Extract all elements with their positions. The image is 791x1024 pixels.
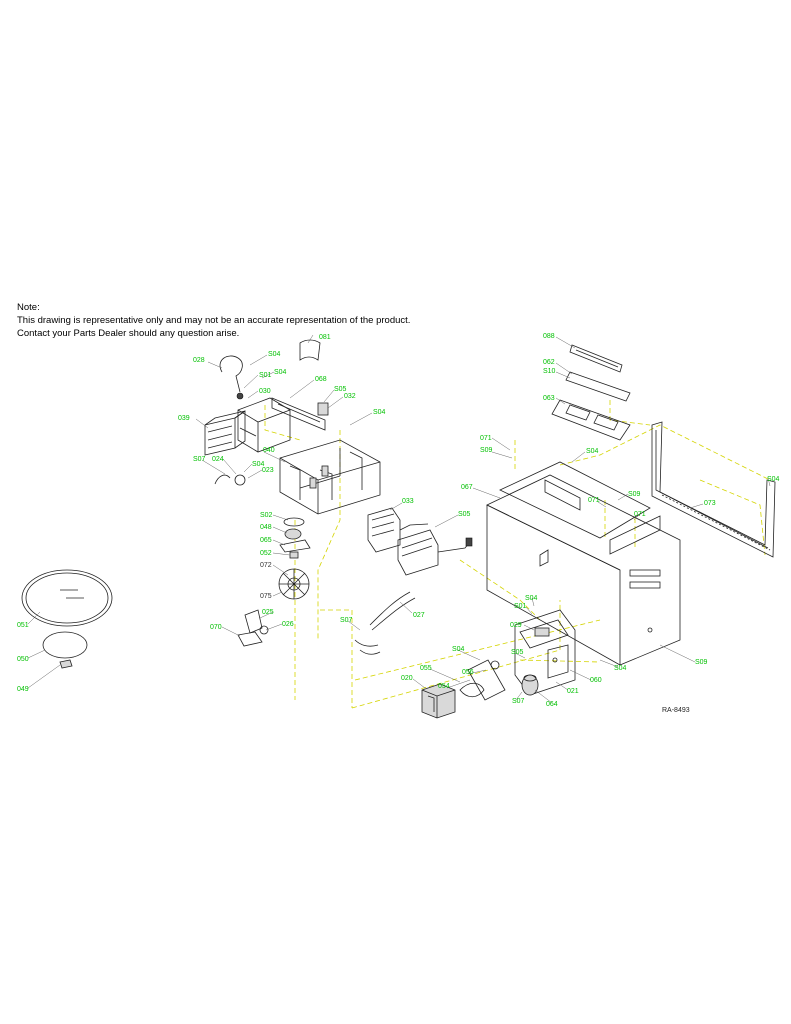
- callout-s07-a: S07: [193, 456, 206, 463]
- callout-s10: S10: [543, 368, 556, 375]
- callout-060: 060: [590, 677, 602, 684]
- callout-s01-b: S01: [514, 603, 527, 610]
- callout-s05-a: S05: [334, 386, 347, 393]
- callout-s04-b: S04: [274, 369, 287, 376]
- callout-025: 025: [262, 609, 274, 616]
- part-063-vent-plate: [551, 399, 631, 441]
- part-021-capacitor: [521, 674, 539, 696]
- callout-026: 026: [282, 621, 294, 628]
- callout-024: 024: [212, 456, 224, 463]
- callout-s04-f: S04: [767, 476, 780, 483]
- callout-065: 065: [260, 537, 272, 544]
- callout-056: 056: [462, 669, 474, 676]
- part-067-outer-case: [486, 461, 681, 666]
- part-callouts: 081 S04 028 S01 030 S04 068 S05 032 039 …: [17, 333, 780, 708]
- callout-063: 063: [543, 395, 555, 402]
- callout-s05-b: S05: [458, 511, 471, 518]
- callout-027: 027: [413, 612, 425, 619]
- callout-s02: S02: [260, 512, 273, 519]
- callout-054: 054: [438, 683, 450, 690]
- callout-039: 039: [178, 415, 190, 422]
- callout-071-b: 071: [588, 497, 600, 504]
- callout-s07-c: S07: [512, 698, 525, 705]
- callout-052: 052: [260, 550, 272, 557]
- callout-073: 073: [704, 500, 716, 507]
- part-024-motor: [214, 474, 246, 486]
- callout-s04-e: S04: [586, 448, 599, 455]
- part-049-coupler: [59, 659, 73, 669]
- part-050-roller-ring: [42, 631, 88, 659]
- part-030-waveguide: [237, 397, 291, 453]
- callout-s04-g: S04: [525, 595, 538, 602]
- callout-088: 088: [543, 333, 555, 340]
- callout-033: 033: [402, 498, 414, 505]
- part-039-magnetron: [204, 410, 246, 456]
- callout-067: 067: [461, 484, 473, 491]
- part-068-bracket: [271, 397, 326, 431]
- callout-050: 050: [17, 656, 29, 663]
- callout-021: 021: [567, 688, 579, 695]
- callout-s04-a: S04: [268, 351, 281, 358]
- part-040-chassis-frame: [279, 439, 381, 515]
- callout-020: 020: [401, 675, 413, 682]
- leader-lines: [27, 334, 771, 704]
- callout-081: 081: [319, 334, 331, 341]
- callout-075: 075: [260, 593, 272, 600]
- callout-048: 048: [260, 524, 272, 531]
- callout-s09-a: S09: [480, 447, 493, 454]
- part-020-transformer: [421, 683, 456, 719]
- callout-s01-a: S01: [259, 372, 272, 379]
- part-turntable-drive-stack: [237, 517, 311, 647]
- callout-062: 062: [543, 359, 555, 366]
- part-081-cover: [299, 339, 321, 361]
- callout-s09-c: S09: [695, 659, 708, 666]
- part-028-harness: [219, 355, 244, 400]
- diagram-reference-code: RA-8493: [662, 707, 690, 714]
- disclaimer-note: Note: This drawing is representative onl…: [17, 301, 410, 340]
- callout-028: 028: [193, 357, 205, 364]
- part-control-board-assembly: [514, 609, 576, 696]
- part-032-switch: [317, 402, 329, 416]
- callout-071-c: 071: [634, 511, 646, 518]
- note-line-2: Contact your Parts Dealer should any que…: [17, 328, 240, 339]
- part-055-fan-motor: [459, 659, 506, 701]
- callout-040: 040: [263, 447, 275, 454]
- callout-051: 051: [17, 622, 29, 629]
- part-062-filter-frame: [565, 371, 631, 402]
- callout-030: 030: [259, 388, 271, 395]
- callout-023: 023: [262, 467, 274, 474]
- callout-071-a: 071: [480, 435, 492, 442]
- callout-070: 070: [210, 624, 222, 631]
- callout-s04-c: S04: [373, 409, 386, 416]
- callout-s04-i: S04: [614, 665, 627, 672]
- part-033-fan: [367, 507, 473, 576]
- callout-s07-b: S07: [340, 617, 353, 624]
- part-027-wire-harness: [354, 591, 416, 655]
- callout-s09-b: S09: [628, 491, 641, 498]
- callout-068: 068: [315, 376, 327, 383]
- callout-055: 055: [420, 665, 432, 672]
- callout-049: 049: [17, 686, 29, 693]
- part-088-filter: [569, 344, 623, 373]
- callout-s04-d: S04: [252, 461, 265, 468]
- note-line-1: This drawing is representative only and …: [17, 315, 411, 326]
- callout-s05-c: S05: [511, 649, 524, 656]
- part-073-door-frame: [651, 421, 776, 558]
- callout-072: 072: [260, 562, 272, 569]
- part-051-turntable: [21, 569, 113, 627]
- note-heading: Note:: [17, 302, 40, 313]
- callout-s04-h: S04: [452, 646, 465, 653]
- callout-032: 032: [344, 393, 356, 400]
- callout-029: 029: [510, 622, 522, 629]
- callout-064: 064: [546, 701, 558, 708]
